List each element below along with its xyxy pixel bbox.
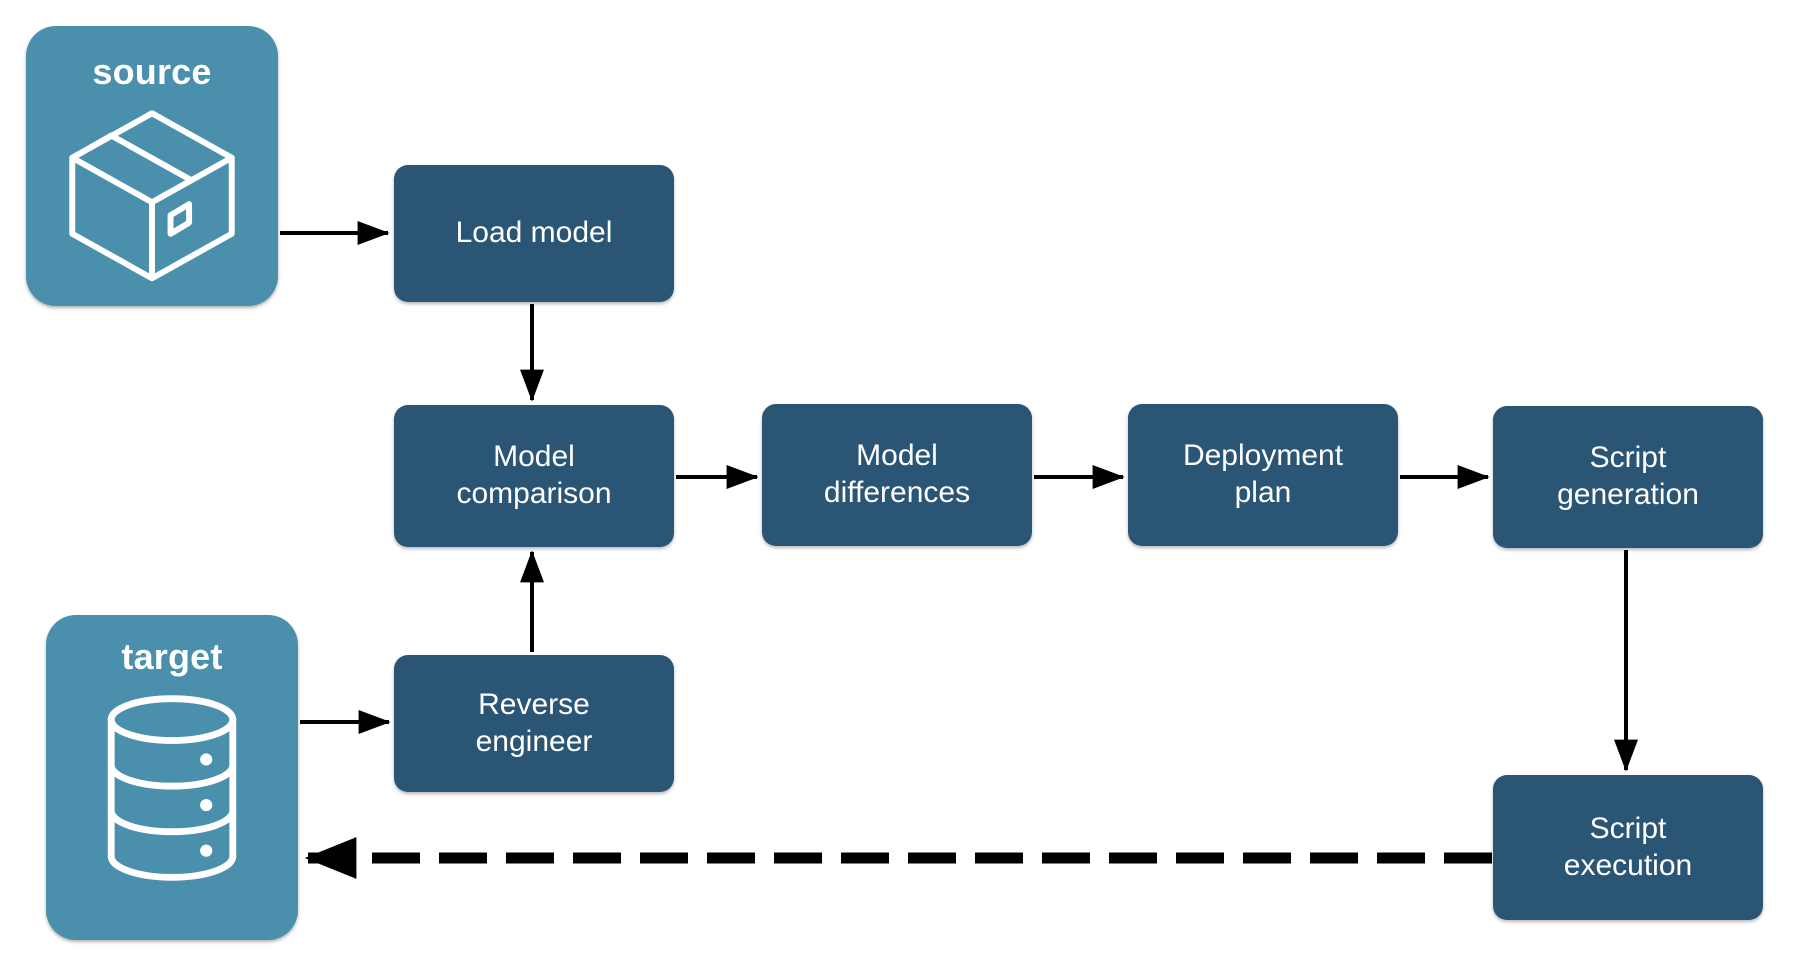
node-load-model-label: Load model (455, 216, 613, 250)
node-reverse-engineer[interactable]: Reverse engineer (394, 655, 674, 792)
node-load-model[interactable]: Load model (394, 165, 674, 302)
node-target[interactable]: target (46, 615, 298, 940)
node-source[interactable]: source (26, 26, 278, 306)
database-cylinder-icon (96, 693, 248, 888)
node-model-differences[interactable]: Model differences (762, 404, 1032, 546)
node-model-comparison[interactable]: Model comparison (394, 405, 674, 547)
node-target-label: target (121, 636, 223, 677)
node-script-execution[interactable]: Script execution (1493, 775, 1763, 920)
node-script-generation-label: Script generation (1557, 441, 1699, 511)
node-model-differences-label: Model differences (823, 439, 971, 509)
node-script-generation[interactable]: Script generation (1493, 406, 1763, 548)
node-model-comparison-label: Model comparison (456, 440, 612, 510)
node-script-execution-label: Script execution (1563, 811, 1693, 882)
package-box-icon (57, 104, 247, 287)
node-reverse-engineer-label: Reverse engineer (475, 687, 593, 758)
node-source-label: source (92, 51, 212, 92)
node-deployment-plan[interactable]: Deployment plan (1128, 404, 1398, 546)
node-deployment-plan-label: Deployment plan (1182, 439, 1344, 509)
